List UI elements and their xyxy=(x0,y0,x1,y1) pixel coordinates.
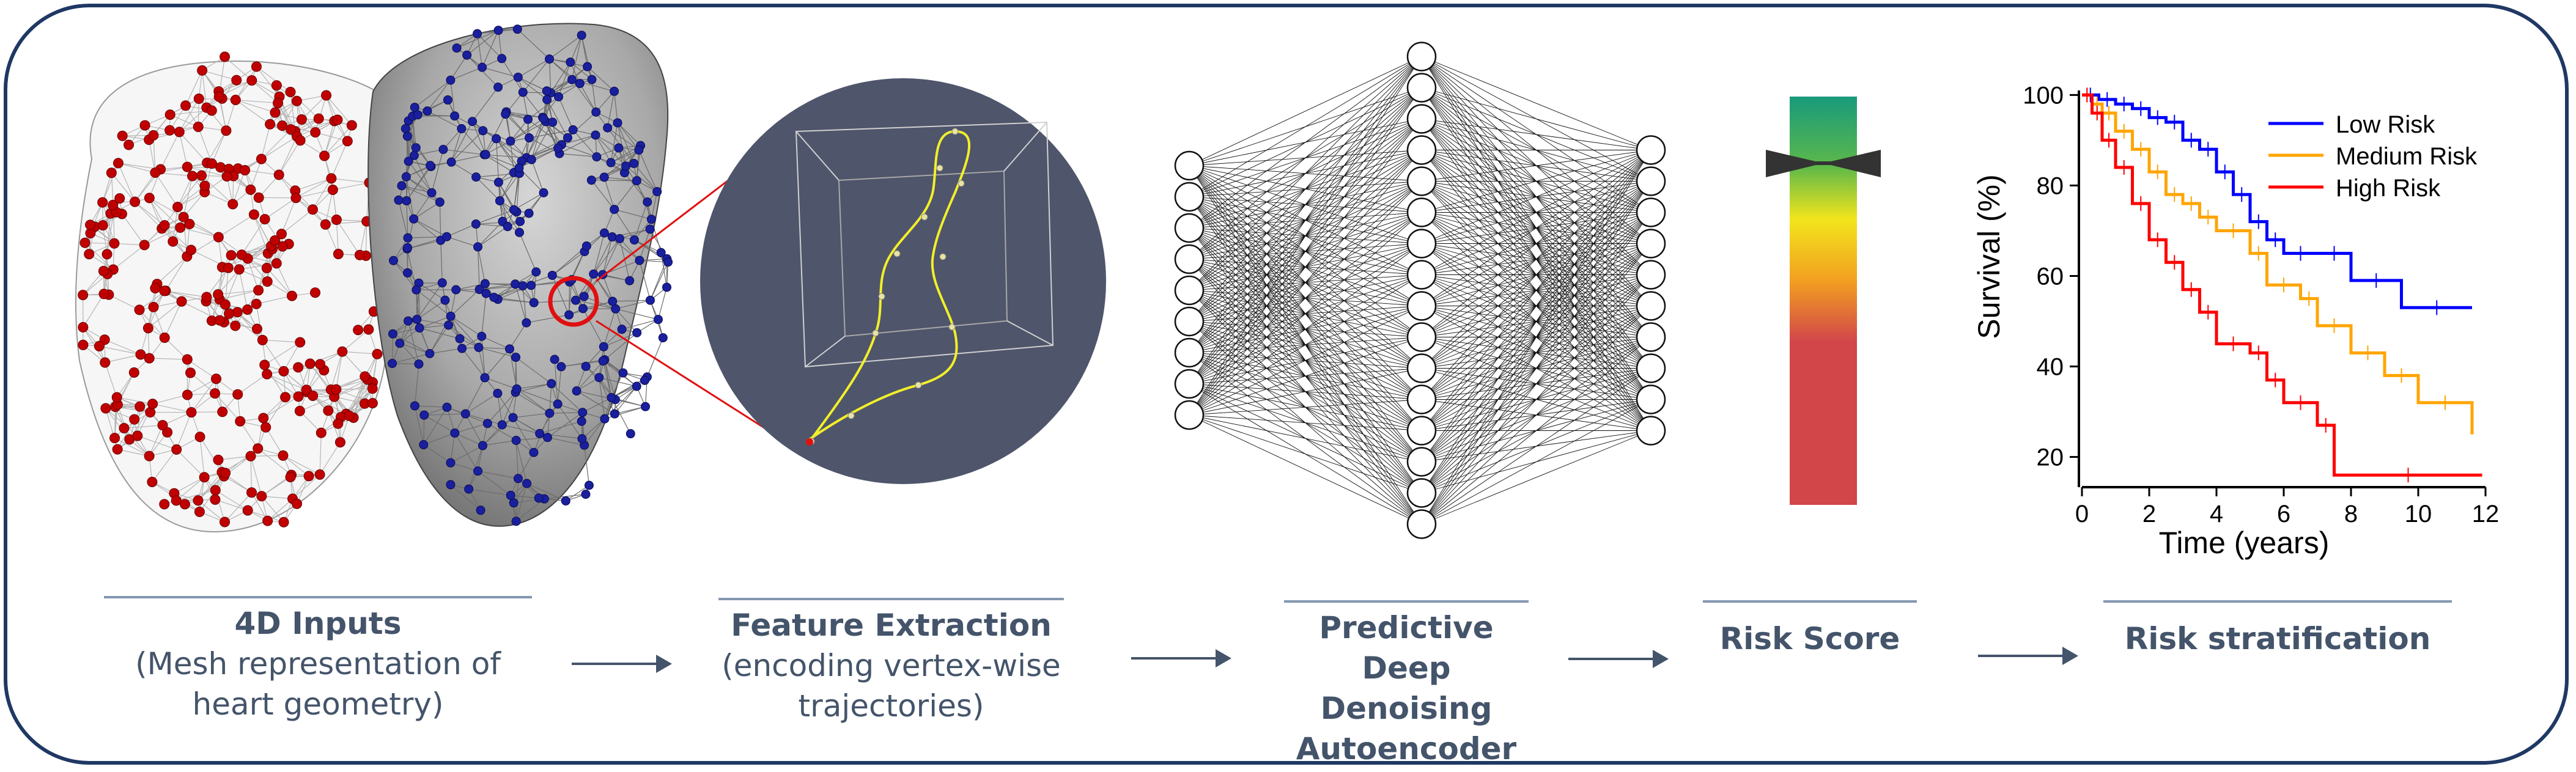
stage-subtitle-line2: heart geometry) xyxy=(192,686,444,722)
chart-legend: Low Risk Medium Risk High Risk xyxy=(2268,111,2478,202)
network-node xyxy=(1174,275,1205,306)
y-tick-label: 80 xyxy=(2037,172,2064,199)
network-node xyxy=(1406,447,1437,477)
network-node xyxy=(1174,150,1205,181)
stage-title: 4D Inputs xyxy=(234,606,402,641)
network-node xyxy=(1174,244,1205,274)
network-node xyxy=(1174,337,1205,368)
x-tick-label: 4 xyxy=(2210,501,2223,528)
network-node xyxy=(1636,260,1666,290)
network-node xyxy=(1174,213,1205,243)
network-node xyxy=(1406,291,1437,321)
x-tick-label: 8 xyxy=(2344,501,2358,528)
stage-subtitle-line1: (encoding vertex-wise xyxy=(722,648,1061,683)
stage-label-risk-stratification: Risk stratification xyxy=(2103,600,2452,659)
stage-label-risk-score: Risk Score xyxy=(1703,600,1917,659)
legend-medium-risk: Medium Risk xyxy=(2336,143,2478,170)
network-node xyxy=(1406,478,1437,508)
network-node xyxy=(1406,197,1437,227)
y-tick-label: 100 xyxy=(2023,82,2064,109)
y-tick-label: 60 xyxy=(2037,263,2064,290)
network-node xyxy=(1406,353,1437,383)
network-node xyxy=(1406,260,1437,290)
x-axis-label: Time (years) xyxy=(2159,526,2330,560)
survival-curve-medium-risk xyxy=(2082,93,2474,435)
network-node xyxy=(1636,384,1666,414)
flow-arrow-3 xyxy=(1568,650,1669,668)
stage-title: Risk stratification xyxy=(2124,621,2431,656)
flow-arrow-1 xyxy=(572,655,672,673)
network-node xyxy=(1406,104,1437,134)
network-node xyxy=(1406,384,1437,414)
risk-score-bar xyxy=(1766,97,1881,505)
y-axis-label: Survival (%) xyxy=(1975,174,2006,339)
stage-title: Risk Score xyxy=(1719,621,1900,656)
selected-vertex-circle xyxy=(548,276,599,327)
x-tick-label: 2 xyxy=(2142,501,2156,528)
network-node xyxy=(1406,509,1437,539)
x-tick-label: 10 xyxy=(2405,501,2432,528)
survival-curve-low-risk xyxy=(2082,93,2472,309)
network-node xyxy=(1636,166,1666,196)
trajectory-zoom-illustration xyxy=(700,78,1106,484)
network-node xyxy=(1636,229,1666,259)
network-node xyxy=(1406,166,1437,196)
x-tick-label: 6 xyxy=(2277,501,2290,528)
network-node xyxy=(1636,291,1666,321)
separator-line xyxy=(1703,600,1917,603)
red-mesh-outline xyxy=(75,60,399,533)
network-node xyxy=(1174,369,1205,399)
stage-subtitle-line1: (Mesh representation of xyxy=(135,646,501,682)
network-node xyxy=(1406,416,1437,446)
network-node xyxy=(1174,182,1205,212)
x-tick-label: 12 xyxy=(2472,501,2500,528)
flow-arrow-4 xyxy=(1978,647,2078,665)
legend-low-risk: Low Risk xyxy=(2336,111,2435,138)
heart-mesh-illustration xyxy=(75,23,673,533)
network-node xyxy=(1406,229,1437,259)
stage-title-line2: Denoising xyxy=(1320,691,1493,726)
stage-label-autoencoder: Predictive Deep Denoising Autoencoder xyxy=(1284,600,1529,769)
stage-title: Feature Extraction xyxy=(731,608,1052,643)
network-node xyxy=(1636,416,1666,446)
autoencoder-network xyxy=(1174,42,1666,539)
network-node xyxy=(1406,73,1437,103)
stage-subtitle-line2: trajectories) xyxy=(798,688,984,724)
network-node xyxy=(1406,42,1437,72)
stage-label-inputs: 4D Inputs (Mesh representation of heart … xyxy=(104,596,532,724)
stage-title-line3: Autoencoder xyxy=(1296,731,1517,766)
survival-chart: 0 2 4 6 8 10 12 20 40 60 80 100 Survival (%) Time (… xyxy=(1975,82,2500,560)
network-node xyxy=(1406,135,1437,165)
flow-arrow-2 xyxy=(1131,649,1231,667)
network-node xyxy=(1174,400,1205,430)
network-node xyxy=(1406,322,1437,352)
y-tick-label: 20 xyxy=(2037,444,2064,471)
network-node xyxy=(1636,197,1666,227)
network-node xyxy=(1636,322,1666,352)
network-node xyxy=(1636,135,1666,165)
legend-high-risk: High Risk xyxy=(2336,175,2441,202)
stage-title-line1: Predictive Deep xyxy=(1319,610,1494,686)
x-tick-label: 0 xyxy=(2075,501,2089,528)
stage-label-feature-extraction: Feature Extraction (encoding vertex-wise… xyxy=(718,598,1064,726)
network-node xyxy=(1174,306,1205,337)
network-node xyxy=(1636,353,1666,383)
separator-line xyxy=(104,596,532,598)
separator-line xyxy=(718,598,1064,600)
separator-line xyxy=(1284,600,1529,603)
y-tick-label: 40 xyxy=(2037,354,2064,381)
separator-line xyxy=(2103,600,2452,603)
vertex-trajectory xyxy=(807,130,970,444)
